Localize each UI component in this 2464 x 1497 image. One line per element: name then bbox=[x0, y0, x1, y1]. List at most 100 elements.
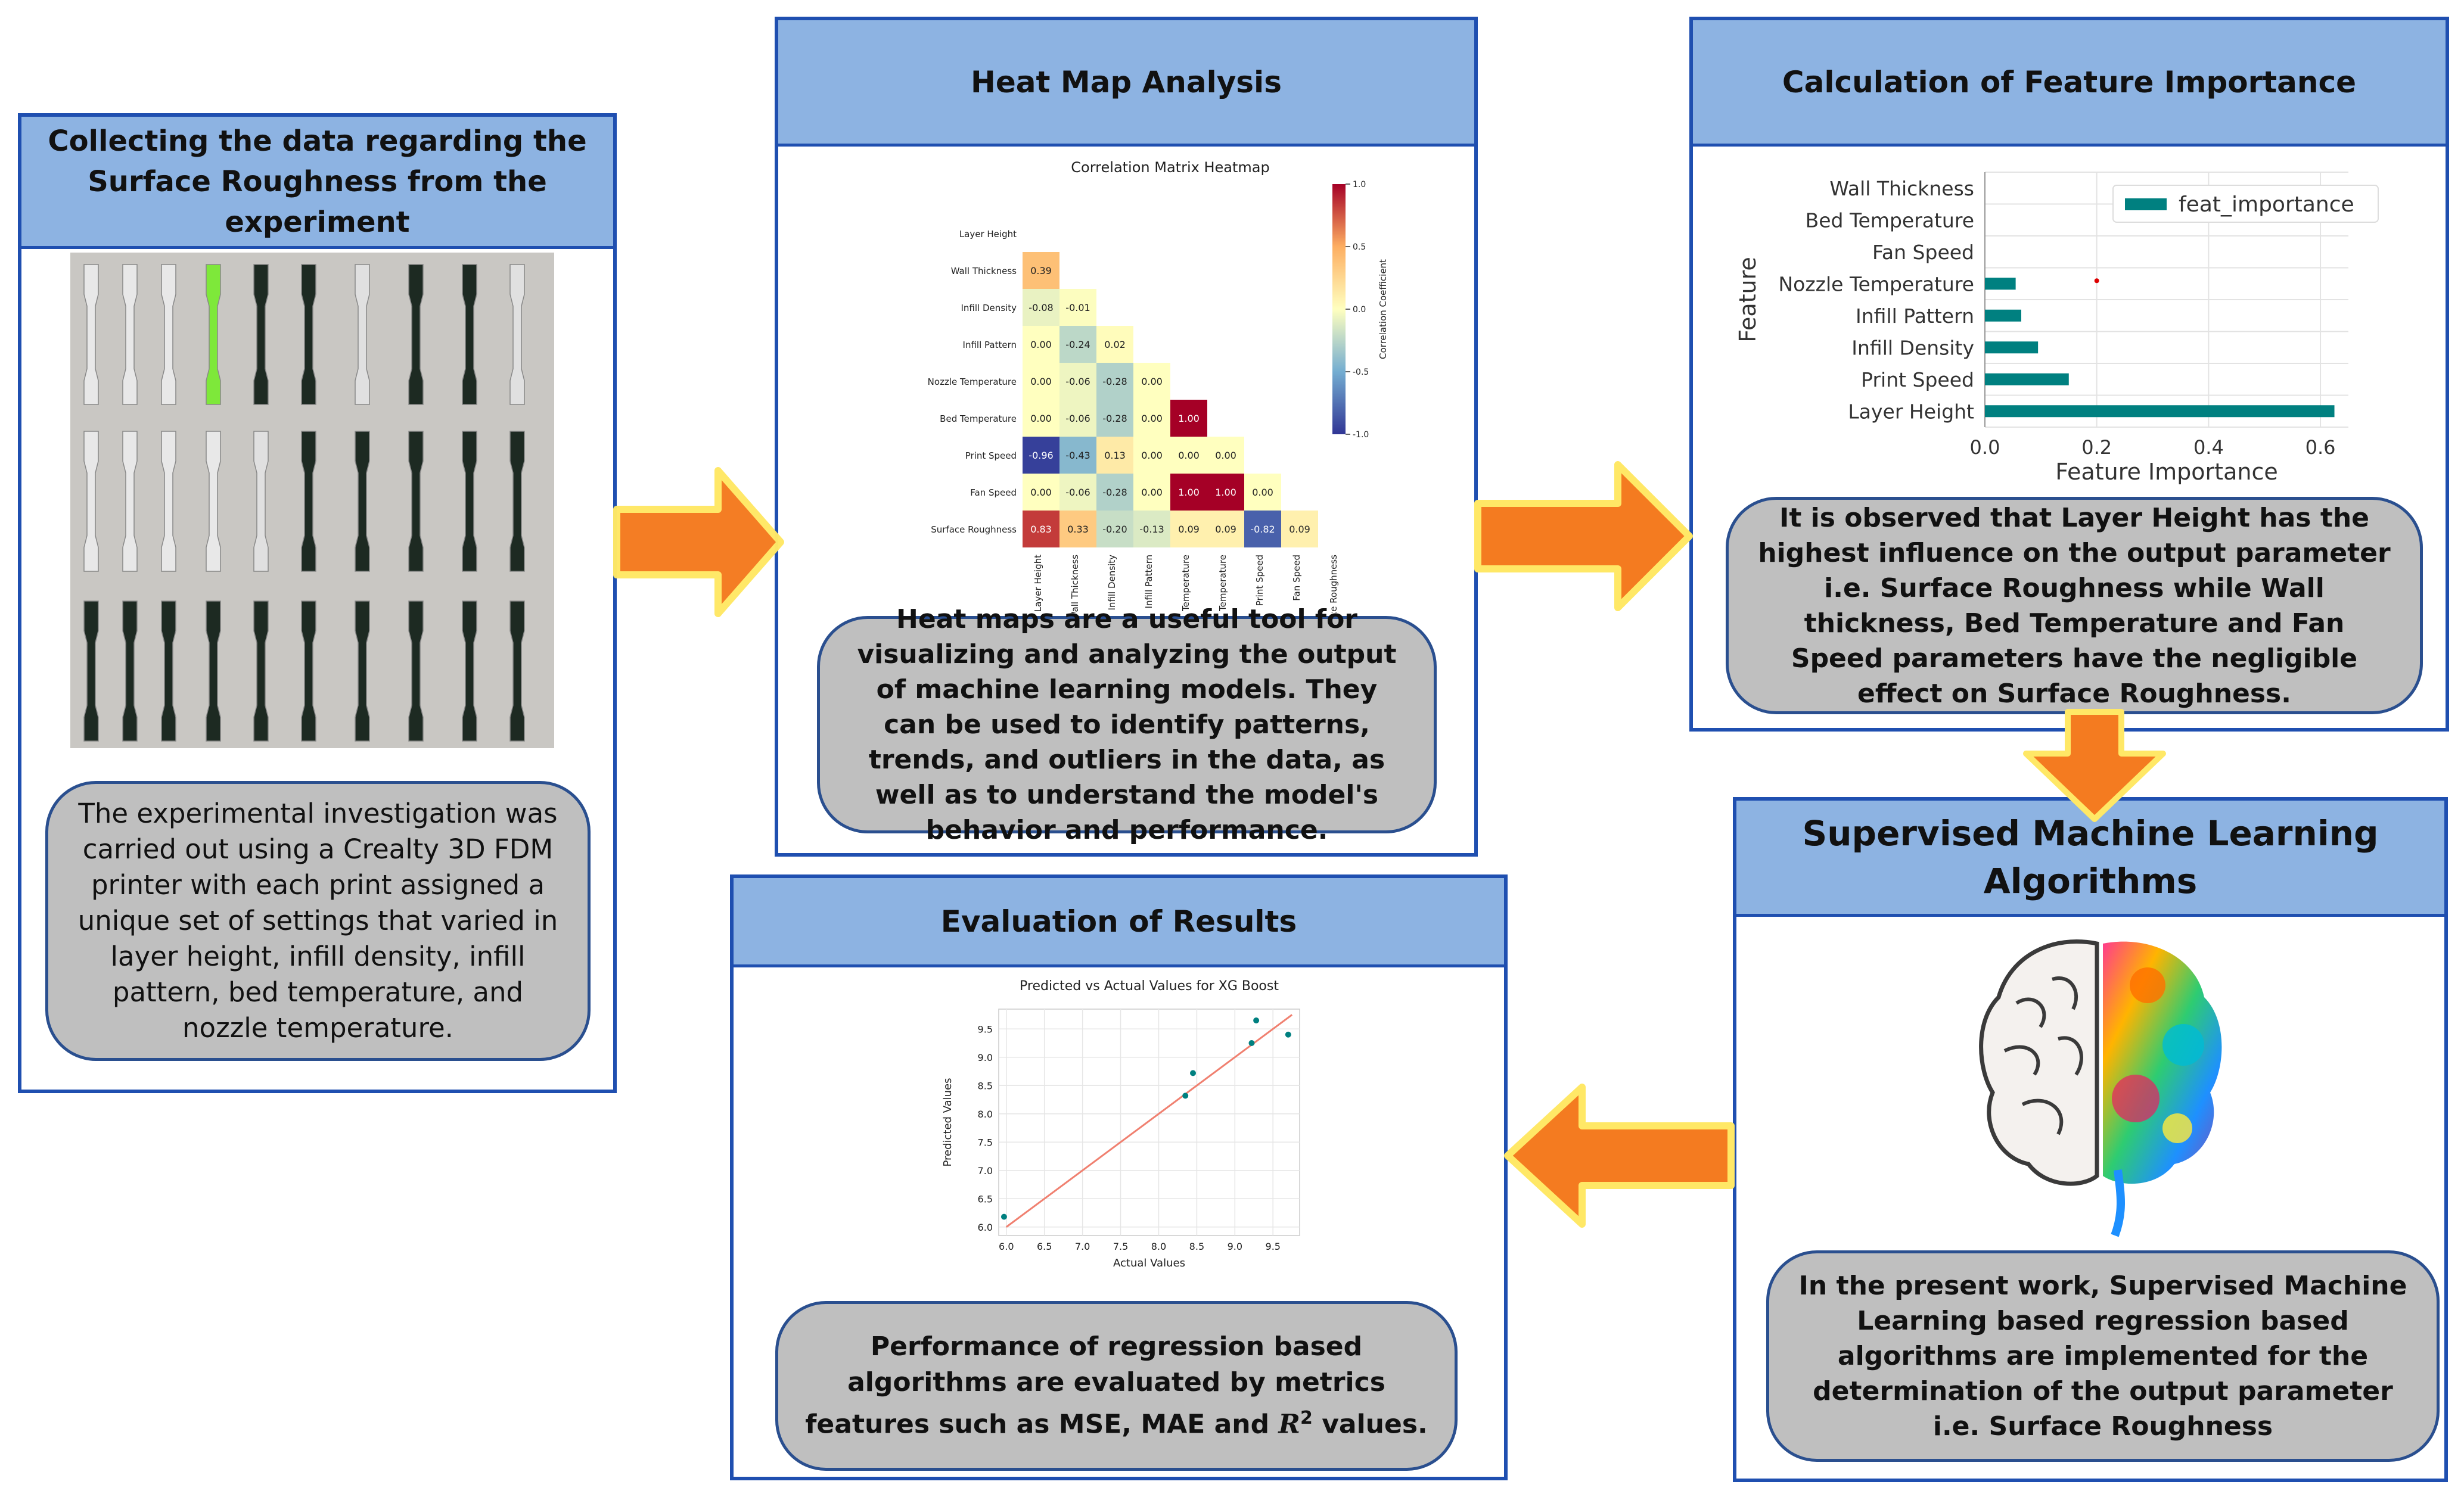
heatmap-cell bbox=[1059, 400, 1096, 437]
importance-bar bbox=[1985, 405, 2335, 418]
scatter-xtick-label: 6.5 bbox=[1037, 1241, 1052, 1252]
heatmap-cell bbox=[1023, 511, 1059, 547]
heatmap-cell-value: 0.00 bbox=[1141, 376, 1163, 387]
heatmap-cell-value: -0.13 bbox=[1139, 524, 1164, 535]
heatmap-cell-value: 0.33 bbox=[1067, 524, 1089, 535]
bar-category-label: Infill Pattern bbox=[1856, 304, 1974, 328]
heatmap-cell bbox=[1023, 289, 1059, 326]
specimen-bar bbox=[301, 600, 316, 742]
heatmap-cell bbox=[1207, 437, 1244, 474]
heatmap-cell-value: -0.28 bbox=[1102, 413, 1127, 424]
scatter-ytick-label: 8.5 bbox=[978, 1080, 993, 1091]
specimen-bar bbox=[206, 600, 221, 742]
heatmap-cell-value: 0.09 bbox=[1289, 524, 1310, 535]
colorbar-tick-label: -0.5 bbox=[1353, 368, 1369, 377]
heatmap-cell-value: 0.83 bbox=[1030, 524, 1052, 535]
heatmap-cell bbox=[1023, 363, 1059, 400]
heatmap-row-label: Nozzle Temperature bbox=[928, 376, 1017, 387]
specimen-bar bbox=[301, 264, 316, 405]
specimen-bar bbox=[253, 264, 269, 405]
importance-bar bbox=[1985, 341, 2039, 354]
specimen-bar bbox=[161, 264, 176, 405]
scatter-xtick-label: 8.5 bbox=[1189, 1241, 1204, 1252]
specimen-bar bbox=[355, 264, 370, 405]
scatter-point bbox=[1000, 1213, 1007, 1220]
panel-supervised-text: In the present work, Supervised Machine … bbox=[1798, 1271, 2407, 1442]
scatter-ytick-label: 9.5 bbox=[978, 1023, 993, 1035]
panel-heatmap-header: Heat Map Analysis bbox=[778, 20, 1474, 147]
brain-illustration bbox=[1979, 939, 2222, 1237]
scatter-ytick-label: 7.5 bbox=[978, 1137, 993, 1148]
specimen-bar bbox=[509, 264, 525, 405]
scatter-point bbox=[1182, 1093, 1189, 1099]
colorbar-tick-label: 1.0 bbox=[1353, 180, 1366, 189]
heatmap-cell-value: 0.09 bbox=[1215, 524, 1236, 535]
heatmap-cell bbox=[1096, 400, 1133, 437]
heatmap-cell bbox=[1244, 511, 1281, 547]
heatmap-col-label: Nozzle Temperature bbox=[1180, 555, 1191, 613]
panel-evaluation: Evaluation of Results Predicted vs Actua… bbox=[730, 874, 1508, 1480]
heatmap-cell bbox=[1170, 474, 1207, 511]
heatmap-col-label: Print Speed bbox=[1254, 555, 1265, 606]
colorbar-tick-label: -1.0 bbox=[1353, 430, 1369, 440]
heatmap-cell-value: -0.43 bbox=[1065, 450, 1090, 461]
predicted-vs-actual-chart: Predicted vs Actual Values for XG Boost6… bbox=[942, 979, 1300, 1269]
heatmap-cell-value: 1.00 bbox=[1178, 487, 1200, 498]
heatmap-cell bbox=[1281, 511, 1318, 547]
specimen-bar bbox=[253, 600, 269, 742]
heatmap-cell-value: -0.82 bbox=[1250, 524, 1275, 535]
panel-supervised-header: Supervised Machine Learning Algorithms bbox=[1736, 801, 2444, 917]
heatmap-cell-value: 0.00 bbox=[1178, 450, 1200, 461]
heatmap-cell-value: -0.28 bbox=[1102, 487, 1127, 498]
specimen-photo bbox=[70, 253, 554, 748]
heatmap-title: Correlation Matrix Heatmap bbox=[1071, 159, 1269, 176]
scatter-fit-line bbox=[1005, 1014, 1293, 1228]
scatter-point bbox=[1248, 1040, 1255, 1046]
colorbar-tick-label: 0.0 bbox=[1353, 305, 1366, 315]
heatmap-cell bbox=[1096, 326, 1133, 363]
heatmap-row-label: Bed Temperature bbox=[940, 413, 1017, 424]
heatmap-cell bbox=[1133, 511, 1170, 547]
heatmap-cell-value: -0.20 bbox=[1102, 524, 1127, 535]
scatter-ytick-label: 9.0 bbox=[978, 1052, 993, 1063]
panel-evaluation-header: Evaluation of Results bbox=[734, 878, 1504, 967]
bar-xlabel: Feature Importance bbox=[2055, 459, 2277, 485]
specimen-bar bbox=[462, 431, 477, 572]
bar-category-label: Bed Temperature bbox=[1806, 208, 1974, 232]
scatter-xtick-label: 8.0 bbox=[1151, 1241, 1166, 1252]
heatmap-cell-value: 0.00 bbox=[1030, 487, 1052, 498]
specimen-bar bbox=[83, 600, 99, 742]
scatter-xtick-label: 9.5 bbox=[1266, 1241, 1281, 1252]
heatmap-cell bbox=[1207, 474, 1244, 511]
scatter-xlabel: Actual Values bbox=[1113, 1257, 1185, 1269]
panel-evaluation-title: Evaluation of Results bbox=[940, 904, 1297, 939]
scatter-ytick-label: 8.0 bbox=[978, 1109, 993, 1120]
panel-importance-bubble: It is observed that Layer Height has the… bbox=[1726, 497, 2423, 714]
evaluation-text-suffix: values. bbox=[1312, 1409, 1428, 1440]
specimen-bar bbox=[462, 600, 477, 742]
panel-importance-title: Calculation of Feature Importance bbox=[1782, 64, 2357, 99]
heatmap-cell bbox=[1244, 474, 1281, 511]
heatmap-cell-value: -0.06 bbox=[1065, 376, 1090, 387]
heatmap-cell bbox=[1059, 437, 1096, 474]
heatmap-col-label: Layer Height bbox=[1033, 555, 1043, 612]
heatmap-cell-value: 0.39 bbox=[1030, 265, 1052, 276]
arrow-heatmap-to-importance bbox=[1474, 461, 1693, 611]
heatmap-cell bbox=[1207, 511, 1244, 547]
bar-category-label: Layer Height bbox=[1848, 400, 1974, 423]
heatmap-cell-value: -0.06 bbox=[1065, 487, 1090, 498]
bar-ylabel: Feature bbox=[1735, 257, 1761, 343]
scatter-xtick-label: 7.5 bbox=[1113, 1241, 1128, 1252]
scatter-ytick-label: 6.5 bbox=[978, 1193, 993, 1205]
heatmap-cell bbox=[1059, 363, 1096, 400]
specimen-bar bbox=[509, 600, 525, 742]
specimen-bar bbox=[206, 431, 221, 572]
specimen-bar bbox=[509, 431, 525, 572]
heatmap-col-label: Surface Roughness bbox=[1328, 555, 1339, 613]
specimen-bar bbox=[83, 431, 99, 572]
heatmap-col-label: Wall Thickness bbox=[1070, 555, 1080, 613]
scatter-ytick-label: 7.0 bbox=[978, 1165, 993, 1177]
panel-collect-text: The experimental investigation was carri… bbox=[77, 798, 558, 1044]
heatmap-cell-value: 1.00 bbox=[1178, 413, 1200, 424]
